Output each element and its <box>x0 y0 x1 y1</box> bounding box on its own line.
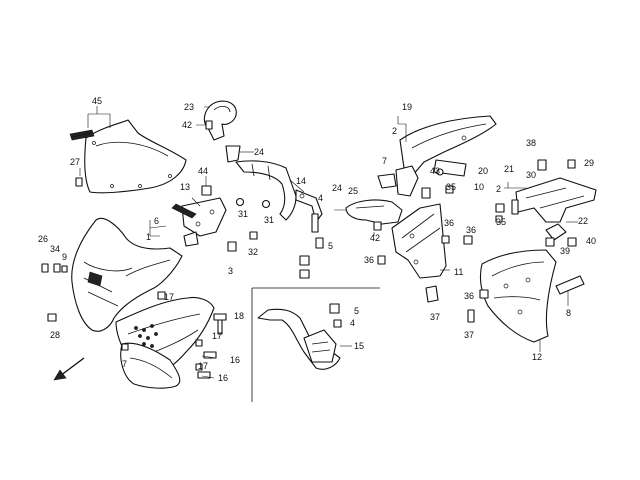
callout-label: 4 <box>318 193 324 203</box>
upper-cowl-part <box>71 218 183 332</box>
callout-label: 34 <box>50 244 61 254</box>
fairing-stay-part <box>235 160 323 223</box>
callout-label: 27 <box>70 157 81 167</box>
windscreen-part <box>84 119 187 194</box>
callout-label: 39 <box>560 246 571 256</box>
callout-label: 15 <box>354 341 365 351</box>
callout-label: 29 <box>584 158 595 168</box>
callout-label: 16 <box>218 373 229 383</box>
callout-label: 44 <box>198 166 209 176</box>
callout-label: 18 <box>234 311 245 321</box>
mirror-part <box>334 199 403 236</box>
inset-bracket-part <box>257 303 352 370</box>
nut-part <box>227 231 258 252</box>
callout-label: 30 <box>526 170 537 180</box>
callout-label: 4 <box>350 318 356 328</box>
callout-label: 17 <box>164 292 175 302</box>
callout-label: 42 <box>182 120 193 130</box>
front-direction-arrow-icon <box>53 357 85 381</box>
callout-label: 24 <box>332 183 343 193</box>
bolt-part <box>201 176 212 196</box>
callout-label: 10 <box>474 182 485 192</box>
callout-label: 32 <box>248 247 259 257</box>
callout-label: 31 <box>238 209 249 219</box>
callout-label: 2 <box>496 184 502 194</box>
callout-label: 24 <box>254 147 265 157</box>
callout-label: 6 <box>154 216 160 226</box>
mirror-rubber-part <box>225 145 254 163</box>
callout-label: 36 <box>444 218 455 228</box>
cowl-stay-part <box>511 177 597 241</box>
callout-label: 28 <box>50 330 61 340</box>
side-bracket-part <box>555 275 585 306</box>
callout-label: 7 <box>122 359 128 369</box>
callout-label: 21 <box>504 164 515 174</box>
callout-label: 2 <box>392 126 398 136</box>
callout-label: 42 <box>370 233 381 243</box>
callout-label: 37 <box>464 330 475 340</box>
callout-label: 13 <box>180 182 191 192</box>
callout-label: 26 <box>38 234 49 244</box>
callout-label: 31 <box>264 215 275 225</box>
bolt-part <box>195 313 227 379</box>
bolt-part <box>377 159 577 323</box>
bolt-part <box>41 263 166 351</box>
callout-label: 12 <box>532 352 543 362</box>
callout-label: 17 <box>212 331 223 341</box>
callout-label: 16 <box>230 355 241 365</box>
windscreen-screw-set-part <box>69 129 95 141</box>
callout-label: 23 <box>184 102 195 112</box>
callout-label: 38 <box>526 138 537 148</box>
callout-label: 7 <box>382 156 388 166</box>
callout-label: 37 <box>430 312 441 322</box>
nut-part <box>299 213 324 279</box>
callout-label: 9 <box>62 252 68 262</box>
callout-label: 43 <box>430 166 441 176</box>
screw-part <box>75 177 83 187</box>
callout-label: 36 <box>464 291 475 301</box>
callout-label: 5 <box>354 306 360 316</box>
callout-label: 5 <box>328 241 334 251</box>
callout-label: 14 <box>296 176 307 186</box>
callout-label: 8 <box>566 308 572 318</box>
lower-cowl-part <box>120 342 181 389</box>
bolt-part <box>235 197 271 209</box>
callout-label: 20 <box>478 166 489 176</box>
mirror-part <box>196 100 237 141</box>
callout-label: 22 <box>578 216 589 226</box>
callout-label: 35 <box>446 182 457 192</box>
callout-label: 1 <box>146 232 152 242</box>
callout-label: 35 <box>496 217 507 227</box>
callout-label: 25 <box>348 186 359 196</box>
callout-label: 11 <box>454 267 464 277</box>
callout-label: 36 <box>364 255 375 265</box>
callout-label: 40 <box>586 236 597 246</box>
callout-label: 3 <box>228 266 234 276</box>
callout-label: 45 <box>92 96 103 106</box>
meter-bracket-part <box>171 197 227 247</box>
callout-label: 17 <box>198 361 209 371</box>
inner-lower-cowl-part <box>479 249 557 352</box>
air-duct-part <box>391 203 450 303</box>
callout-label: 19 <box>402 102 413 112</box>
bracket-part <box>377 159 467 199</box>
inner-cover-part <box>395 115 497 197</box>
callout-label: 36 <box>466 225 477 235</box>
